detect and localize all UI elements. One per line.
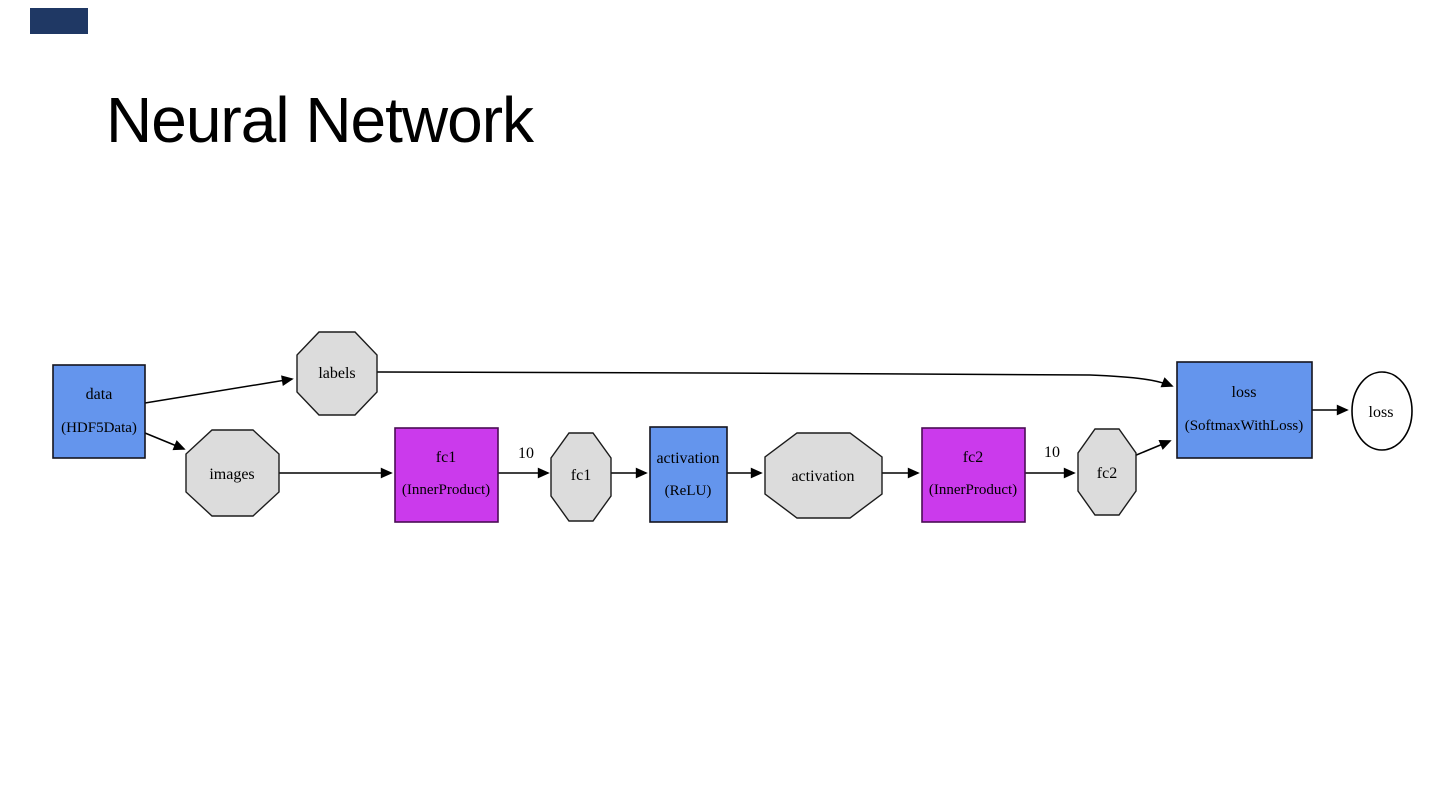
loss-layer-label: loss bbox=[1232, 384, 1257, 401]
slide-accent-bar bbox=[30, 8, 88, 34]
loss-output-node bbox=[1351, 371, 1413, 451]
activation-layer-node bbox=[649, 426, 728, 523]
fc1-blob-label: fc1 bbox=[571, 467, 591, 484]
fc2-layer-label: fc2 bbox=[963, 449, 983, 466]
data-layer-node bbox=[52, 364, 146, 459]
labels-blob-label: labels bbox=[318, 365, 355, 382]
fc1-layer-label: fc1 bbox=[436, 449, 456, 466]
fc2-layer-node bbox=[921, 427, 1026, 523]
fc2-blob-label: fc2 bbox=[1097, 465, 1117, 482]
activation-layer-sublabel: (ReLU) bbox=[665, 483, 712, 499]
fc1-blob-node bbox=[550, 432, 612, 522]
edge-label-fc2-dim: 10 bbox=[1044, 444, 1060, 461]
data-layer-label: data bbox=[86, 386, 113, 403]
slide-title: Neural Network bbox=[106, 84, 534, 156]
activation-blob-label: activation bbox=[791, 468, 854, 485]
fc2-layer-sublabel: (InnerProduct) bbox=[929, 482, 1017, 498]
edge-data-to-images bbox=[144, 432, 186, 451]
images-blob-label: images bbox=[209, 466, 254, 483]
loss-layer-node bbox=[1176, 361, 1313, 459]
edge-labels-to-loss bbox=[376, 371, 1174, 388]
images-blob-node bbox=[185, 429, 280, 517]
data-layer-sublabel: (HDF5Data) bbox=[61, 420, 137, 436]
edge-data-to-labels bbox=[144, 375, 294, 404]
fc1-layer-node bbox=[394, 427, 499, 523]
activation-layer-label: activation bbox=[656, 450, 719, 467]
activation-blob-node bbox=[764, 432, 883, 519]
loss-layer-sublabel: (SoftmaxWithLoss) bbox=[1185, 418, 1304, 434]
diagram-edges bbox=[144, 371, 1349, 479]
loss-output-label: loss bbox=[1369, 404, 1394, 421]
labels-blob-node bbox=[296, 331, 378, 416]
edge-fc2blob-to-loss bbox=[1133, 439, 1172, 457]
fc2-blob-node bbox=[1077, 428, 1137, 516]
edge-label-fc1-dim: 10 bbox=[518, 445, 534, 462]
fc1-layer-sublabel: (InnerProduct) bbox=[402, 482, 490, 498]
